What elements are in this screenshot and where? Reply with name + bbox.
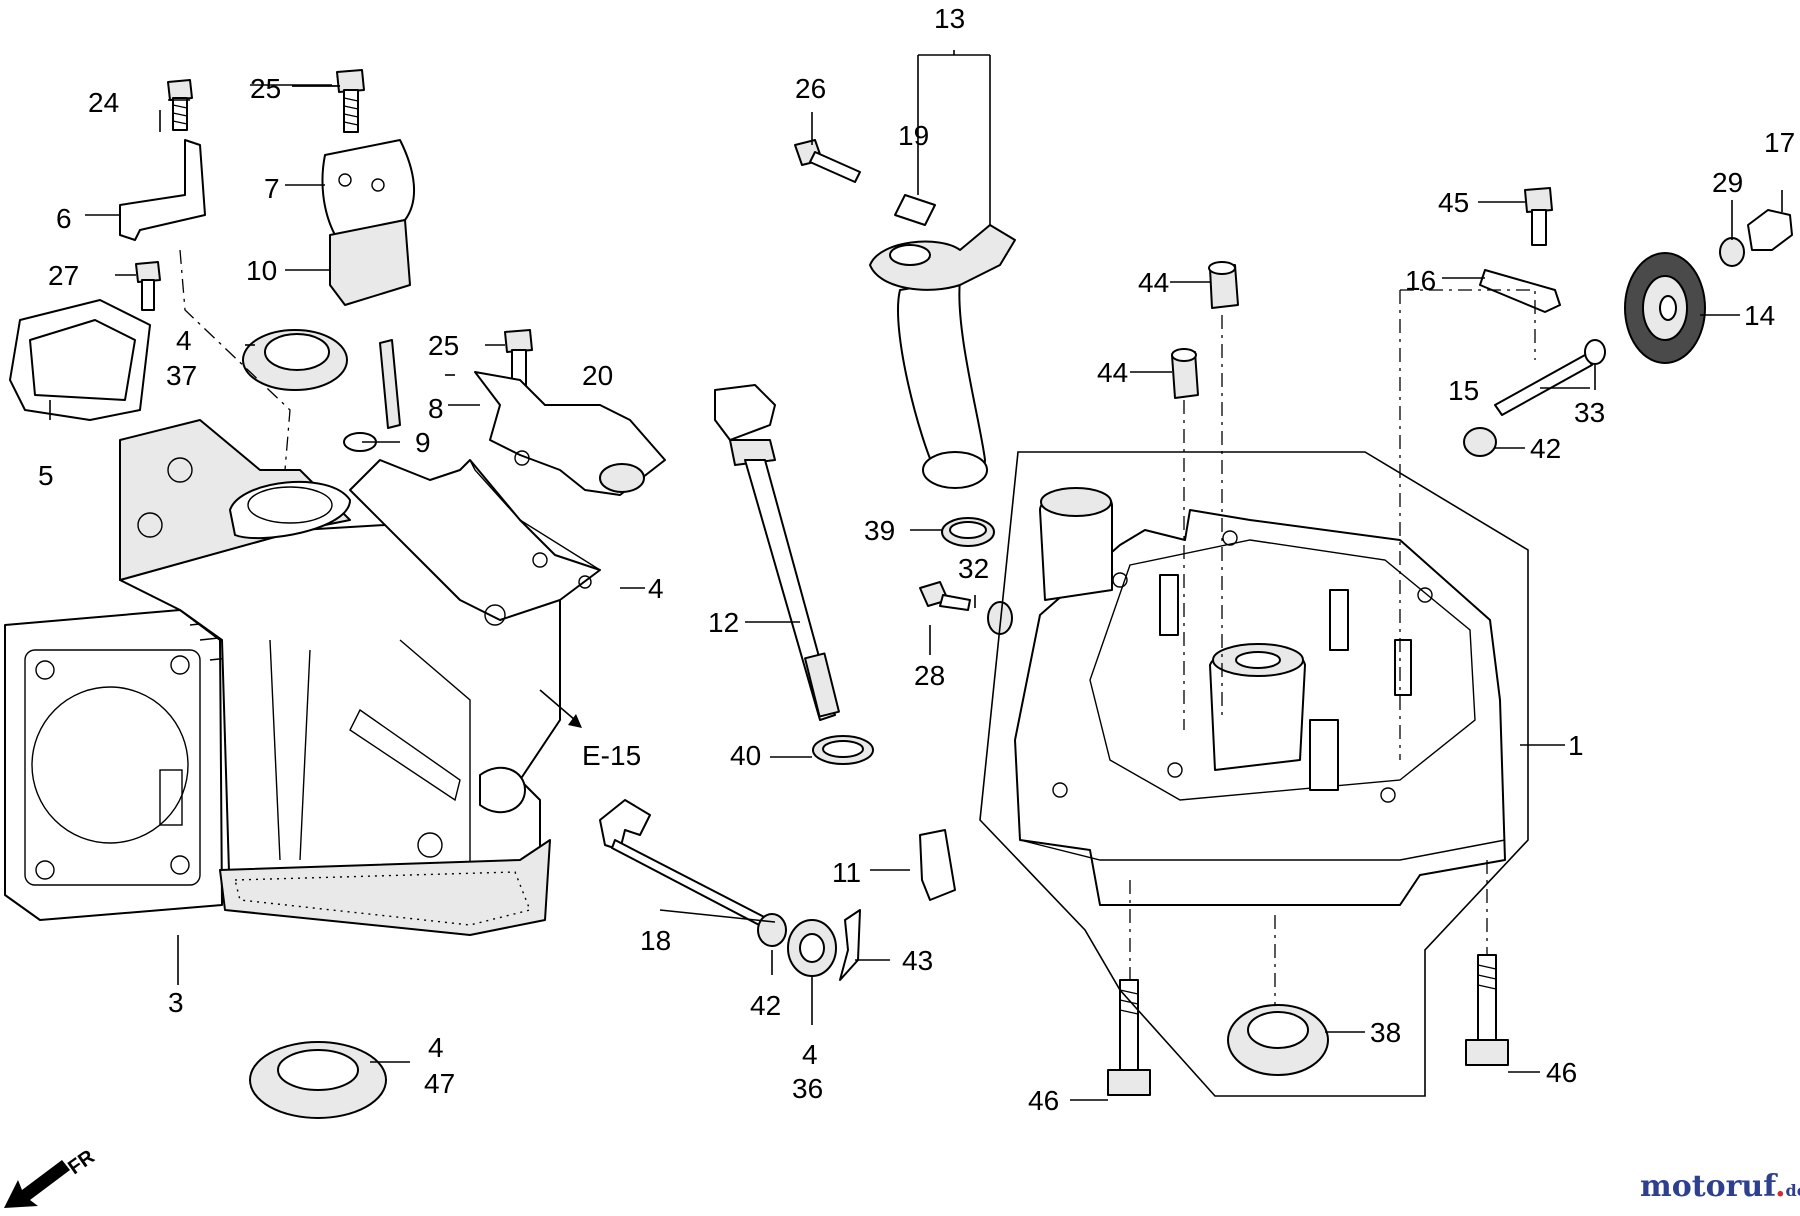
bolt-46-right <box>1465 954 1509 1066</box>
callout-16: 16 <box>1405 265 1436 296</box>
callout-4-block: 4 <box>648 573 664 604</box>
pin-44-lower <box>1171 348 1199 399</box>
callout-46-right: 46 <box>1546 1057 1577 1088</box>
callout-43: 43 <box>902 945 933 976</box>
callout-42-right: 42 <box>1530 433 1561 464</box>
dipstick-12 <box>714 384 840 721</box>
nut-42-right <box>1463 427 1497 457</box>
pin-44-upper <box>1208 261 1239 309</box>
callout-37: 37 <box>166 360 197 391</box>
callout-45: 45 <box>1438 187 1469 218</box>
shaft-15 <box>1494 354 1593 416</box>
seal-36 <box>787 919 837 977</box>
callout-29: 29 <box>1712 167 1743 198</box>
callout-11: 11 <box>832 857 861 888</box>
callout-27: 27 <box>48 260 79 291</box>
callout-4-seal: 4 <box>176 325 192 356</box>
washer-29 <box>1719 237 1745 267</box>
leader-lines <box>49 50 1783 1101</box>
bolt-45 <box>1524 187 1553 246</box>
callout-19: 19 <box>898 120 929 151</box>
callout-14: 14 <box>1744 300 1775 331</box>
callout-28: 28 <box>914 660 945 691</box>
part-17 <box>1747 209 1793 251</box>
callout-26: 26 <box>795 73 826 104</box>
callout-7: 7 <box>264 173 280 204</box>
arm-16 <box>1479 269 1561 313</box>
callout-42-left: 42 <box>750 990 781 1021</box>
callout-13: 13 <box>934 3 965 34</box>
front-label: FR <box>64 1145 99 1179</box>
callout-10: 10 <box>246 255 277 286</box>
bolt-46-left <box>1107 979 1151 1096</box>
crankcase-cover <box>1014 487 1506 906</box>
callout-8: 8 <box>428 393 444 424</box>
callout-9: 9 <box>415 427 431 458</box>
callout-1: 1 <box>1568 730 1584 761</box>
callout-12: 12 <box>708 607 739 638</box>
callout-15: 15 <box>1448 375 1479 406</box>
clip-43 <box>839 909 861 981</box>
front-direction-indicator: FR <box>4 1145 99 1208</box>
bolt-27 <box>135 261 161 311</box>
callout-labels: 1 3 4 4 4 4 5 6 7 8 9 10 11 12 13 14 15 … <box>38 3 1795 1116</box>
svg-text:motoruf.de: motoruf.de <box>1640 1169 1800 1204</box>
callout-47: 47 <box>424 1068 455 1099</box>
oil-seal-38 <box>1227 1004 1329 1076</box>
bolt-25-top <box>336 69 365 133</box>
lever-18 <box>599 799 771 929</box>
callout-33: 33 <box>1574 397 1605 428</box>
callout-4-small-seal: 4 <box>802 1039 818 1070</box>
callout-e15: E-15 <box>582 740 641 771</box>
callout-5: 5 <box>38 460 54 491</box>
bearing-47 <box>249 1041 387 1119</box>
watermark-logo: motoruf.de <box>1640 1169 1800 1204</box>
front-arrow-icon <box>4 1160 70 1208</box>
nut-42-left <box>757 913 787 947</box>
oil-seal-37 <box>242 329 348 391</box>
callout-3: 3 <box>168 987 184 1018</box>
callout-25-mid: 25 <box>428 330 459 361</box>
part-10-plate <box>329 219 411 306</box>
callout-44-upper: 44 <box>1138 267 1169 298</box>
bolt-24 <box>167 79 193 131</box>
oil-filler-tube <box>869 224 1016 489</box>
bolt-28 <box>919 581 971 611</box>
group-outline-1 <box>979 451 1529 1097</box>
callout-36: 36 <box>792 1073 823 1104</box>
callout-39: 39 <box>864 515 895 546</box>
clip-33 <box>1584 339 1606 365</box>
sleeve-19 <box>894 194 936 226</box>
callout-6: 6 <box>56 203 72 234</box>
part-6-bracket <box>119 139 206 241</box>
part-11 <box>919 829 956 901</box>
callout-46-left: 46 <box>1028 1085 1059 1116</box>
cylinder-block <box>4 419 601 936</box>
part-8-chain <box>379 339 401 429</box>
callout-17: 17 <box>1764 127 1795 158</box>
callout-32: 32 <box>958 553 989 584</box>
callout-24: 24 <box>88 87 119 118</box>
callout-40: 40 <box>730 740 761 771</box>
callout-44-lower: 44 <box>1097 357 1128 388</box>
callout-4-bearing: 4 <box>428 1032 444 1063</box>
bolt-26 <box>794 139 861 183</box>
callout-25-top: 25 <box>250 73 281 104</box>
callout-18: 18 <box>640 925 671 956</box>
part-5-guard <box>9 299 151 421</box>
callout-20: 20 <box>582 360 613 391</box>
callout-38: 38 <box>1370 1017 1401 1048</box>
governor-gear-14 <box>1624 252 1706 364</box>
